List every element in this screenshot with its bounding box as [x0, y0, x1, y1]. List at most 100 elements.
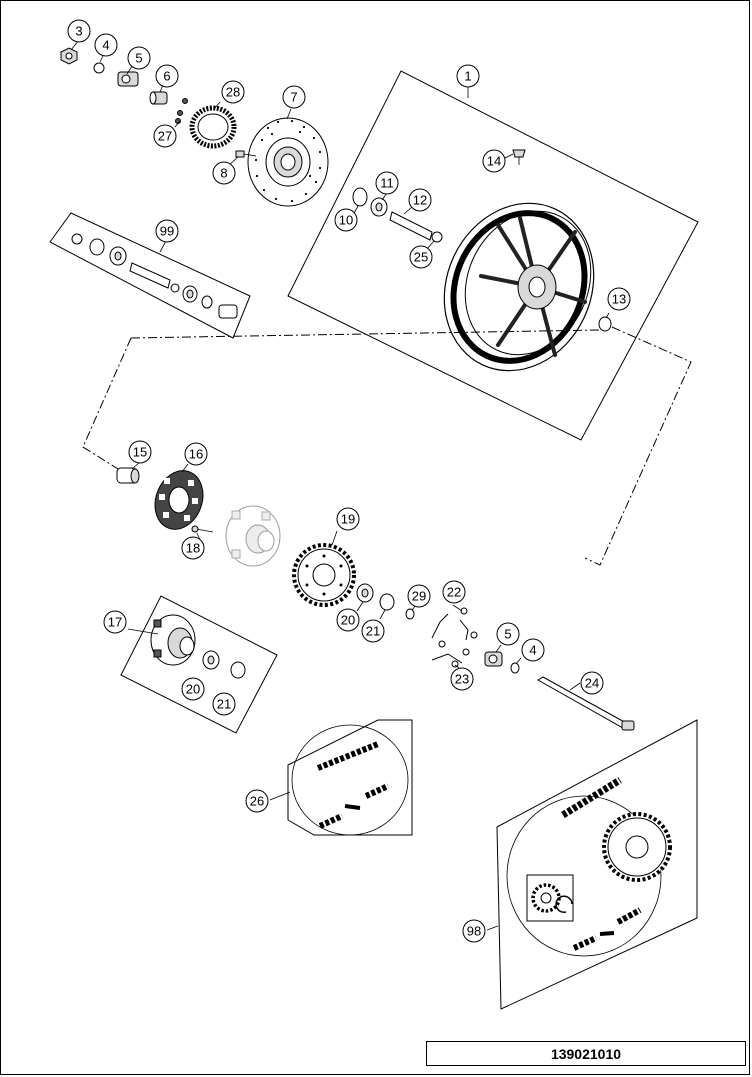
callout-21-mid: 21	[361, 619, 385, 643]
callout-20-mid: 20	[336, 608, 360, 632]
svg-text:26: 26	[250, 794, 264, 809]
svg-text:14: 14	[487, 154, 501, 169]
svg-text:25: 25	[414, 250, 428, 265]
svg-text:16: 16	[189, 447, 203, 462]
callout-29: 29	[407, 584, 431, 608]
svg-text:4: 4	[529, 643, 536, 658]
callout-4-top: 4	[94, 33, 118, 57]
svg-text:15: 15	[133, 445, 147, 460]
callout-16: 16	[184, 442, 208, 466]
group-26-box	[287, 719, 413, 836]
svg-text:17: 17	[108, 615, 122, 630]
callout-21-box: 21	[212, 692, 236, 716]
callout-5-top: 5	[127, 46, 151, 70]
callout-15: 15	[128, 440, 152, 464]
svg-text:20: 20	[341, 613, 355, 628]
svg-text:11: 11	[380, 176, 394, 191]
svg-text:13: 13	[612, 292, 626, 307]
svg-text:12: 12	[413, 193, 427, 208]
axis-line-top	[130, 329, 601, 339]
callout-12: 12	[408, 188, 432, 212]
group-17-parts	[150, 614, 246, 679]
callout-7: 7	[282, 85, 306, 109]
rear-wheel-rim-part	[443, 202, 595, 372]
callout-8: 8	[212, 161, 236, 185]
callout-11: 11	[375, 171, 399, 195]
rear-sprocket-part	[292, 543, 356, 607]
group-17-box	[120, 595, 278, 734]
callout-17: 17	[103, 610, 127, 634]
callout-19: 19	[336, 507, 360, 531]
svg-text:5: 5	[135, 51, 142, 66]
disc-bolt-part	[235, 150, 257, 158]
svg-text:29: 29	[412, 589, 426, 604]
damper-carrier-part	[154, 470, 204, 530]
callout-26: 26	[245, 789, 269, 813]
svg-text:10: 10	[339, 213, 353, 228]
svg-text:19: 19	[341, 512, 355, 527]
chain-adjuster-part	[117, 71, 139, 87]
callout-28: 28	[221, 80, 245, 104]
sprocket-carrier-light-part	[225, 505, 281, 567]
sprocket-bearing-parts	[356, 583, 415, 620]
axis-line-right	[584, 326, 692, 566]
sensor-ring-part	[189, 105, 237, 149]
callout-4-right: 4	[521, 638, 545, 662]
callout-23: 23	[450, 667, 474, 691]
callout-13: 13	[607, 287, 631, 311]
callout-14: 14	[482, 149, 506, 173]
callout-24: 24	[580, 671, 604, 695]
group-98-box	[496, 719, 698, 1010]
callout-27: 27	[153, 124, 177, 148]
callout-25: 25	[409, 245, 433, 269]
group-99-parts	[71, 233, 238, 319]
callout-6: 6	[155, 64, 179, 88]
group-1-box	[287, 70, 699, 441]
svg-text:20: 20	[186, 682, 200, 697]
axis-line-left	[82, 337, 132, 475]
svg-text:98: 98	[467, 924, 481, 939]
brake-disc-part	[247, 117, 329, 207]
washer-right-part	[510, 662, 520, 674]
chain-adjuster-assembly-part	[431, 607, 478, 668]
svg-text:23: 23	[455, 672, 469, 687]
chain-kit-parts	[506, 777, 672, 957]
callout-98: 98	[462, 919, 486, 943]
callout-99: 99	[155, 219, 179, 243]
svg-text:21: 21	[366, 624, 380, 639]
svg-text:18: 18	[186, 541, 200, 556]
callout-5-right: 5	[496, 622, 520, 646]
valve-part	[512, 149, 526, 165]
callout-20-box: 20	[181, 677, 205, 701]
washer-part	[93, 62, 105, 74]
svg-text:24: 24	[585, 676, 599, 691]
svg-text:4: 4	[102, 38, 109, 53]
small-screws-part	[175, 98, 188, 124]
hub-bushing-part	[116, 467, 140, 484]
svg-text:28: 28	[226, 85, 240, 100]
document-number: 139021010	[426, 1041, 746, 1066]
svg-text:21: 21	[217, 697, 231, 712]
svg-text:27: 27	[158, 129, 172, 144]
carrier-bolt-part	[191, 525, 214, 533]
callout-22: 22	[442, 580, 466, 604]
nut-part	[60, 47, 78, 65]
chain-adjuster-right-part	[484, 651, 503, 667]
wheel-bearing-parts	[352, 187, 612, 332]
svg-text:6: 6	[163, 69, 170, 84]
spacer-part	[149, 91, 168, 105]
svg-text:3: 3	[75, 24, 82, 39]
svg-text:22: 22	[447, 585, 461, 600]
svg-text:99: 99	[160, 224, 174, 239]
svg-text:5: 5	[504, 627, 511, 642]
wheel-spindle-part	[537, 676, 635, 731]
chain-part	[291, 724, 409, 836]
svg-text:1: 1	[464, 69, 471, 84]
svg-text:8: 8	[220, 166, 227, 181]
callout-1: 1	[456, 64, 480, 88]
leader-lines	[70, 39, 610, 931]
callout-18: 18	[181, 536, 205, 560]
svg-text:7: 7	[290, 90, 297, 105]
